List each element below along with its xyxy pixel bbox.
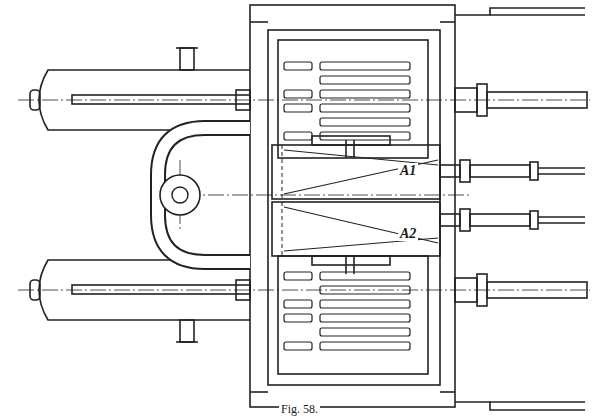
figure-caption: Fig. 58. bbox=[279, 403, 320, 416]
part-label: A2 bbox=[398, 226, 418, 241]
part-label: A1 bbox=[398, 163, 418, 178]
